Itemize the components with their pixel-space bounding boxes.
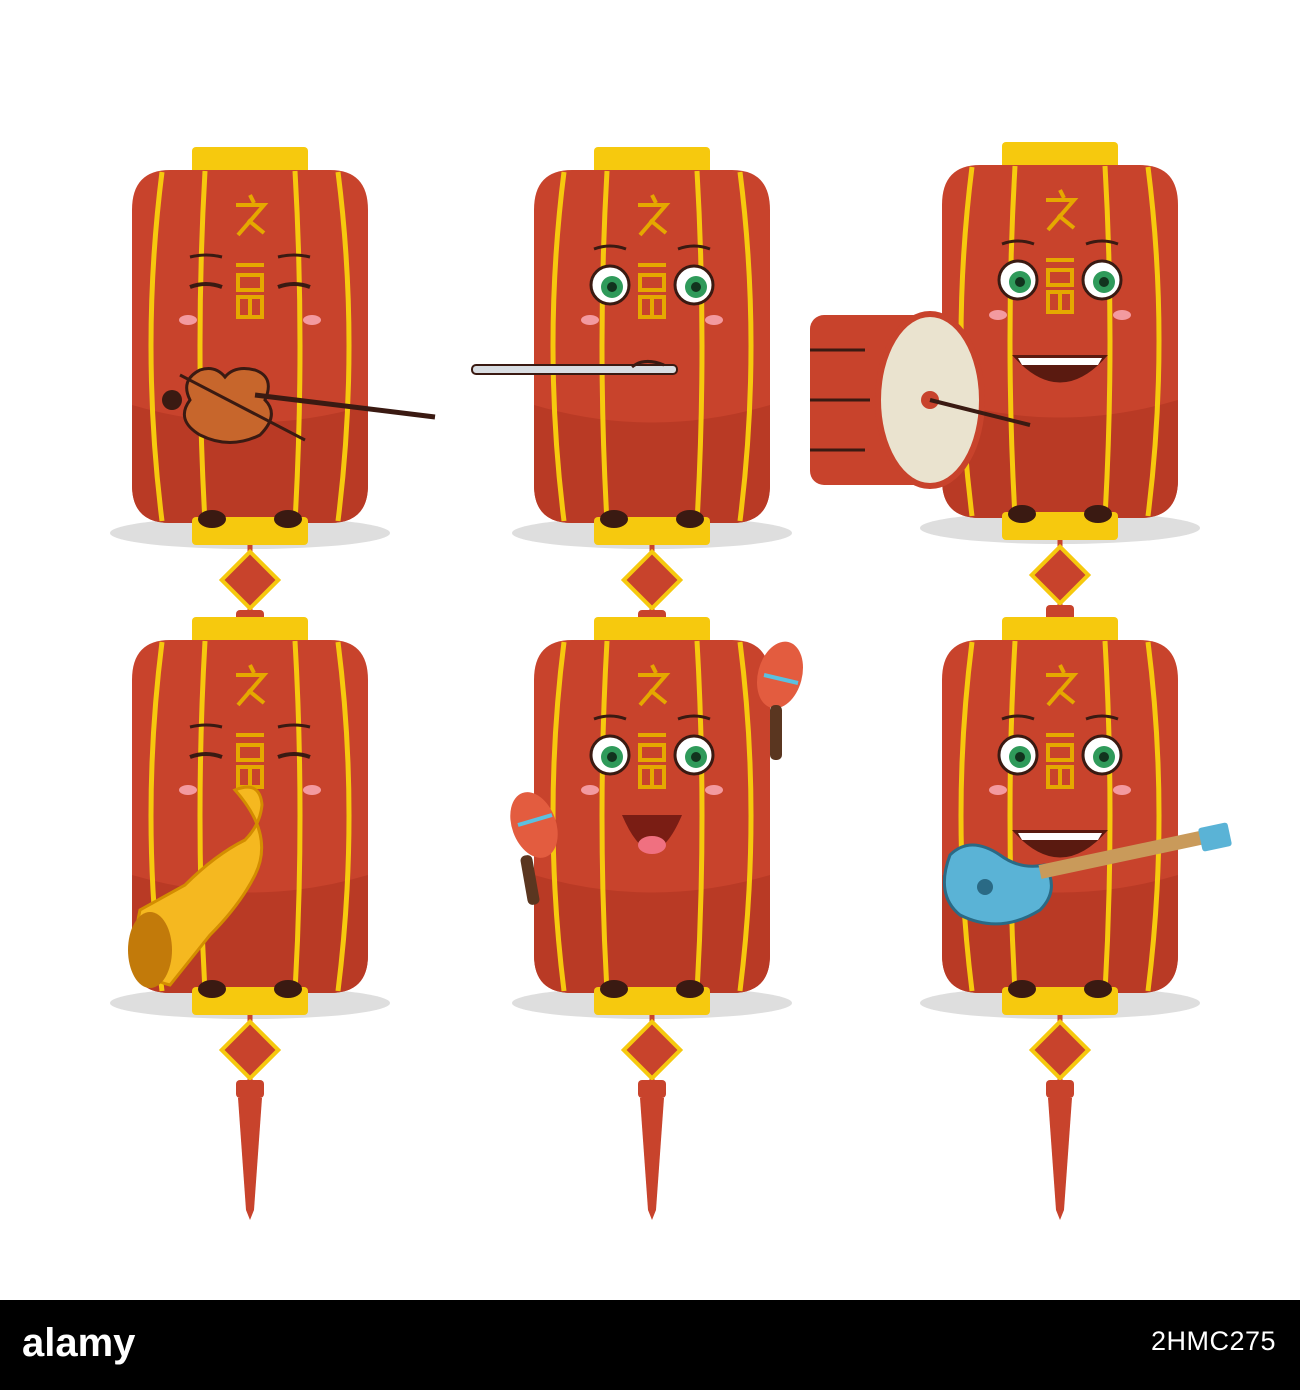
svg-text:alamy: alamy [22, 1321, 136, 1365]
drum-icon [810, 311, 1031, 489]
lantern-guitar [920, 617, 1232, 1220]
violin-icon [162, 367, 436, 444]
lantern-flute [471, 147, 792, 750]
lantern-trumpet [110, 617, 390, 1220]
footer-bar: alamy 2HMC275 [0, 1300, 1300, 1390]
lantern-maracas [502, 617, 804, 1220]
lantern-violin [110, 147, 436, 750]
brand-logo: alamy [22, 1321, 136, 1365]
guitar-icon [942, 822, 1232, 926]
flute-icon [471, 360, 678, 375]
image-id: 2HMC275 [1150, 1326, 1276, 1356]
trumpet-icon [128, 785, 264, 988]
lantern-drum [810, 142, 1200, 745]
lantern-illustration [0, 0, 1232, 1300]
maracas-icon [510, 641, 804, 905]
